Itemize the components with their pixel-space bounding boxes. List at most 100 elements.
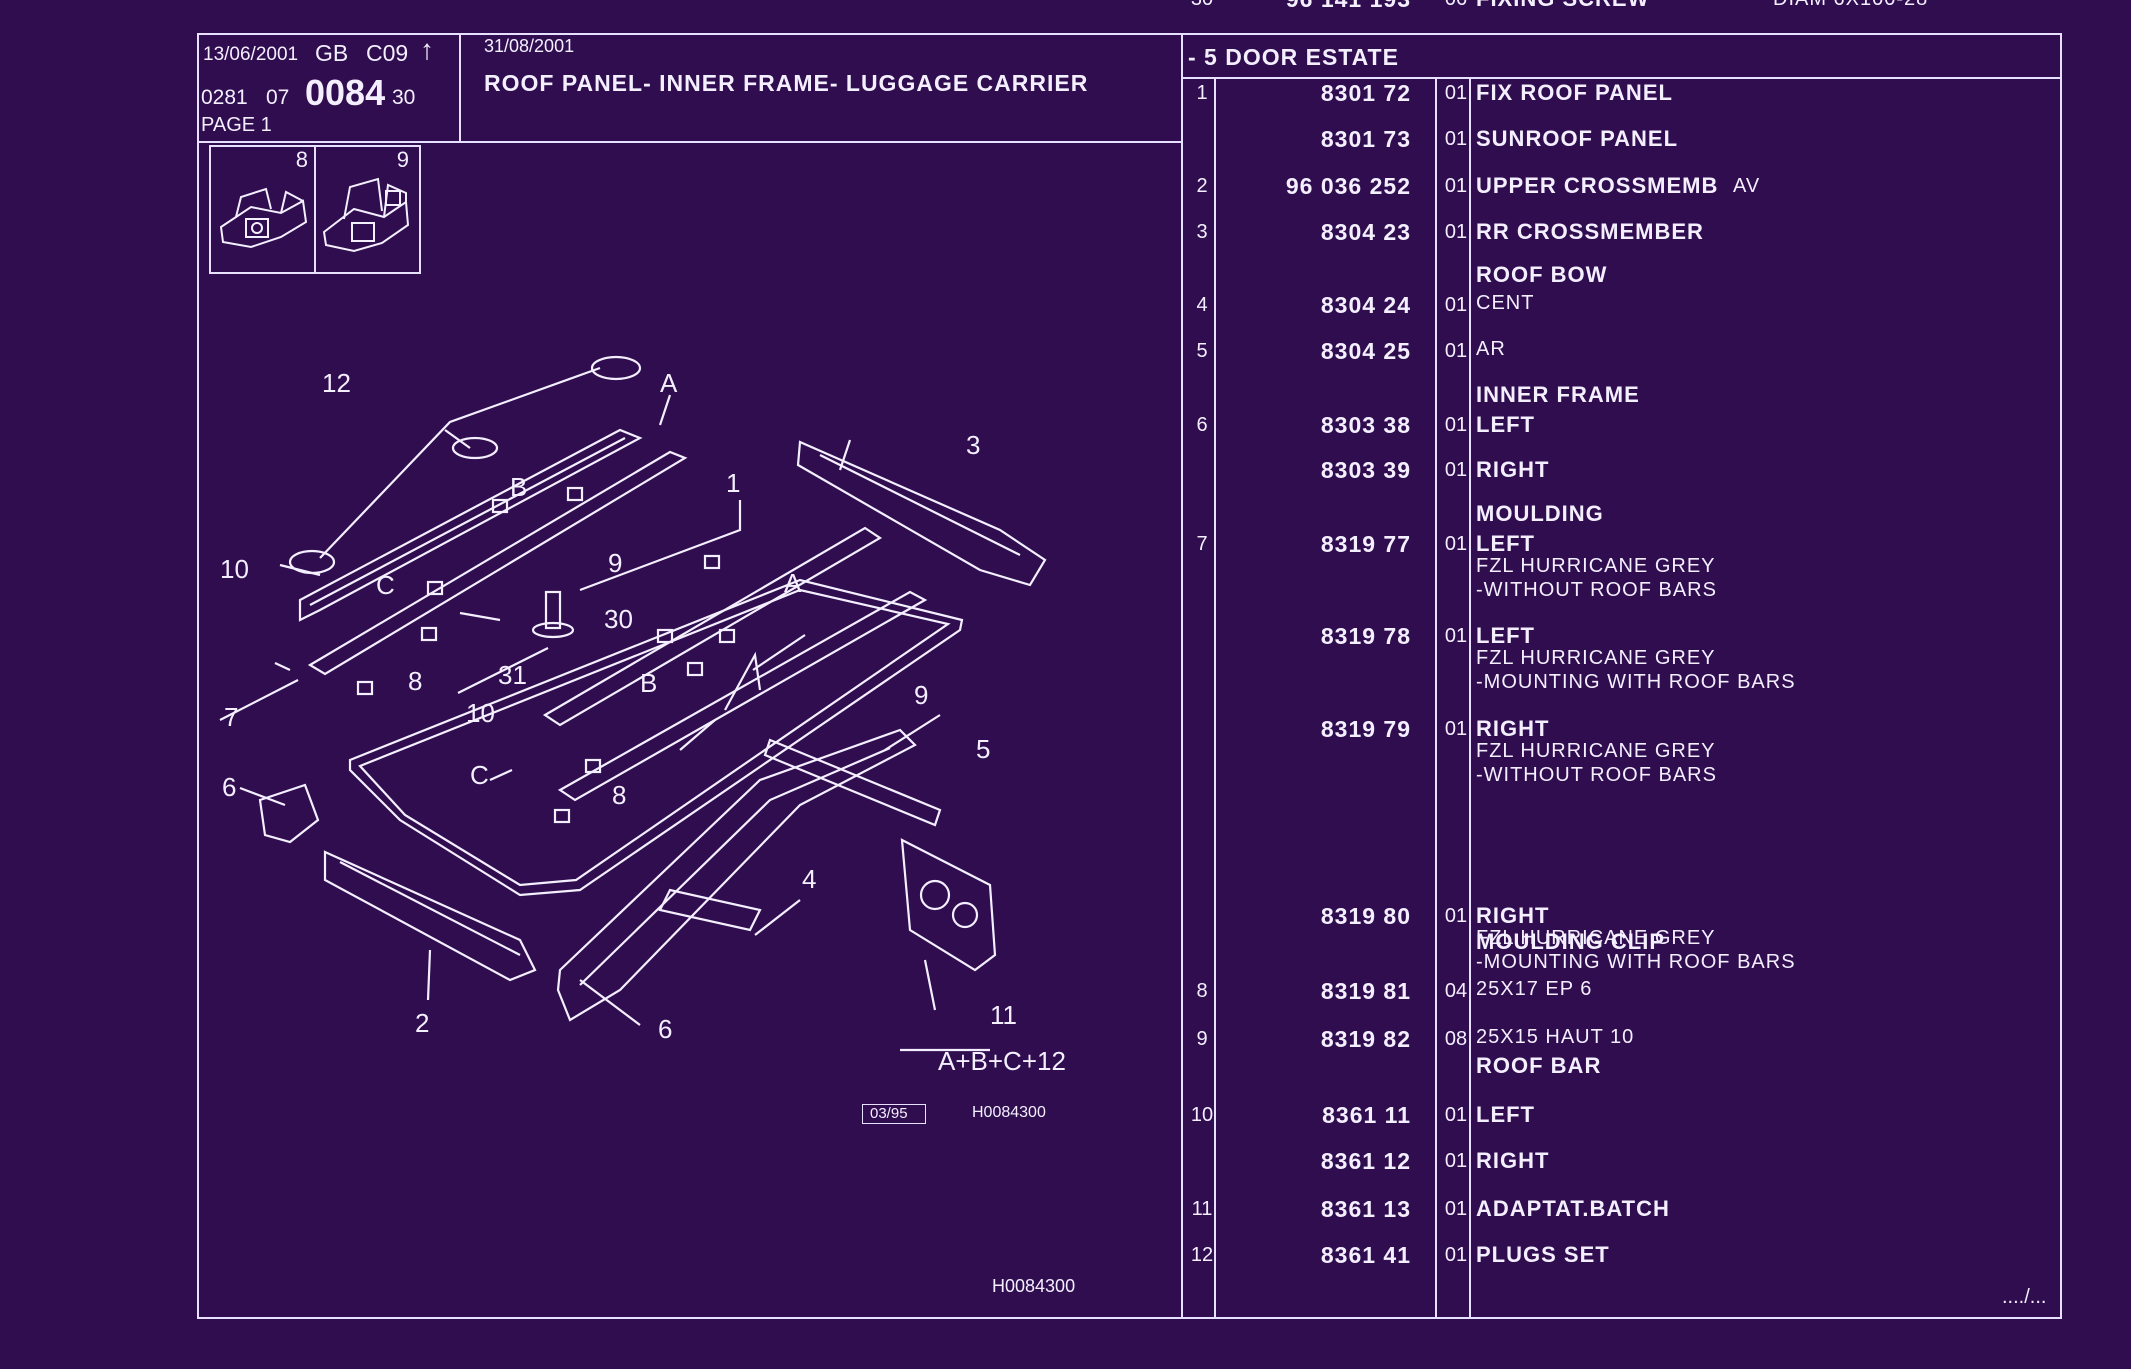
moulding-right [557, 590, 928, 802]
part-reference: 8319 82 [1320, 1026, 1411, 1052]
part-detail-line: FZL HURRICANE GREY [1476, 927, 1716, 949]
thumbnail-8: 8 [209, 145, 316, 274]
part-reference: 8319 77 [1320, 531, 1411, 557]
diagram-label-1: 1 [726, 468, 740, 498]
part-reference: 96 036 252 [1285, 173, 1411, 199]
part-index: 5 [1196, 340, 1208, 362]
part-quantity: 01 [1444, 459, 1468, 481]
part-index: 10 [1190, 1104, 1214, 1126]
part-description: RIGHT [1476, 716, 1550, 741]
part-index: 12 [1190, 1244, 1214, 1266]
arrow-up-icon: ↑ [420, 34, 434, 65]
part-description: RIGHT [1476, 1148, 1550, 1173]
roof-panel [348, 578, 964, 897]
part-quantity: 06 [1443, 0, 1469, 11]
diagram-stamp-box [862, 1104, 926, 1124]
thumbnail-9-label: 9 [396, 147, 409, 172]
table-divider-ref [1435, 77, 1437, 1319]
fixing-screw [544, 590, 562, 630]
part-detail-line: -WITHOUT ROOF BARS [1476, 764, 1717, 786]
part-quantity: 01 [1444, 533, 1468, 555]
part-detail-line: 25X17 EP 6 [1476, 978, 1593, 1000]
part-quantity: 08 [1444, 1028, 1468, 1050]
thumbnail-9: 9 [314, 145, 421, 274]
part-description: RIGHT [1476, 903, 1550, 928]
part-description: UPPER CROSSMEMB [1476, 173, 1719, 198]
part-reference: 96 141 193 [1286, 0, 1411, 13]
part-description-extra: AV [1733, 175, 1761, 197]
part-reference: 8301 73 [1320, 126, 1411, 152]
roof-bar-left [298, 428, 643, 622]
diagram-label-A: A [660, 368, 678, 398]
header-lang: GB [315, 40, 349, 66]
diagram-label-12: 12 [322, 368, 351, 398]
part-description-extra: DIAM 6X100-28 [1773, 0, 1928, 11]
inner-frame-right [556, 728, 917, 1022]
part-quantity: 01 [1444, 340, 1468, 362]
part-reference: 8361 12 [1320, 1148, 1411, 1174]
part-index: 8 [1196, 980, 1208, 1002]
part-reference: 8361 13 [1320, 1196, 1411, 1222]
part-description: FIX ROOF PANEL [1476, 80, 1673, 105]
part-reference: 8304 23 [1320, 219, 1411, 245]
part-quantity: 01 [1444, 1150, 1468, 1172]
part-quantity: 01 [1444, 175, 1468, 197]
part-index: 3 [1196, 221, 1208, 243]
header-variant: - 5 DOOR ESTATE [1188, 44, 1399, 70]
footer-drawing-ref: H0084300 [992, 1276, 1076, 1296]
thumbnail-8-label: 8 [295, 147, 308, 172]
part-description: LEFT [1476, 1102, 1535, 1127]
part-quantity: 01 [1444, 625, 1468, 647]
diagram-label-B: B [510, 472, 527, 502]
moulding-left [307, 450, 688, 676]
header-ref-suffix: 30 [392, 86, 416, 109]
part-detail-line: -WITHOUT ROOF BARS [1476, 579, 1717, 601]
part-description: LEFT [1476, 531, 1535, 556]
part-detail-line: 25X15 HAUT 10 [1476, 1026, 1635, 1048]
diagram-label-3: 3 [966, 430, 980, 460]
diagram-kit-label: A+B+C+12 [938, 1046, 1066, 1076]
front-crossmember [323, 850, 537, 982]
diagram-label-2: 2 [415, 1008, 429, 1038]
part-reference: 8301 72 [1320, 80, 1411, 106]
page-title: ROOF PANEL- INNER FRAME- LUGGAGE CARRIER [484, 70, 1089, 96]
parts-group-heading: ROOF BOW [1476, 262, 1608, 287]
part-description: LEFT [1476, 623, 1535, 648]
diagram-label-C-right: C [470, 760, 489, 790]
part-index: 6 [1196, 414, 1208, 436]
part-index: 30 [1187, 0, 1217, 11]
diagram-label-8-right: 8 [612, 780, 626, 810]
continued-marker: ..../... [2002, 1286, 2047, 1308]
part-description: LEFT [1476, 412, 1535, 437]
diagram-label-A-right: A [784, 568, 802, 598]
moulding-clip-icon [219, 187, 308, 249]
part-detail-line: -MOUNTING WITH ROOF BARS [1476, 951, 1796, 973]
part-reference: 8319 79 [1320, 716, 1411, 742]
diagram-label-5: 5 [976, 734, 990, 764]
diagram-label-10-left: 10 [220, 554, 249, 584]
header-code: C09 [366, 40, 409, 66]
part-reference: 8319 78 [1320, 623, 1411, 649]
header-date1: 13/06/2001 [203, 44, 299, 65]
part-reference: 8304 25 [1320, 338, 1411, 364]
roof-bar-right [542, 526, 883, 727]
part-reference: 8303 38 [1320, 412, 1411, 438]
part-detail-line: FZL HURRICANE GREY [1476, 647, 1716, 669]
diagram-label-6-left: 6 [222, 772, 236, 802]
part-reference: 8319 80 [1320, 903, 1411, 929]
header-ref-group: 07 [266, 86, 290, 109]
diagram-label-8-left: 8 [408, 666, 422, 696]
adaptat-batch [900, 838, 997, 972]
part-index: 2 [1196, 175, 1208, 197]
diagram-label-10-right: 10 [466, 698, 495, 728]
part-detail-line: CENT [1476, 292, 1535, 314]
part-detail-line: -MOUNTING WITH ROOF BARS [1476, 671, 1796, 693]
part-quantity: 01 [1444, 1244, 1468, 1266]
parts-group-heading: MOULDING [1476, 501, 1604, 526]
part-index: 1 [1196, 82, 1208, 104]
diagram-label-9-right: 9 [914, 680, 928, 710]
plug-1 [590, 355, 642, 381]
part-description: PLUGS SET [1476, 1242, 1610, 1267]
part-quantity: 01 [1444, 294, 1468, 316]
table-divider-num [1214, 77, 1216, 1319]
